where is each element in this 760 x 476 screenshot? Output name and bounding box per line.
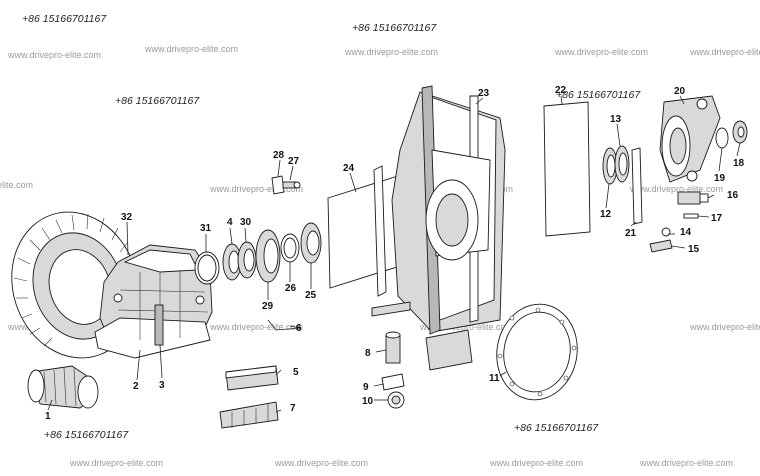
part-label-29: 29 <box>262 301 274 312</box>
phone-text: +86 15166701167 <box>514 422 599 434</box>
watermark-text: www.drivepro-elite.com <box>489 458 583 468</box>
watermark-text: www.drivepro-elite.com <box>209 184 303 194</box>
part-label-20: 20 <box>674 86 686 97</box>
watermark-text: www.drivepro-elite.com <box>419 322 513 332</box>
watermark-text: www.drivepro-elite.com <box>274 458 368 468</box>
part-label-24: 24 <box>343 163 355 174</box>
part-differential-case <box>94 244 213 359</box>
part-label-19: 19 <box>714 173 726 184</box>
part-label-22: 22 <box>555 85 567 96</box>
part-label-1: 1 <box>45 411 51 422</box>
part-label-6: 6 <box>296 323 302 334</box>
part-yoke-flange <box>659 95 721 183</box>
watermark-text: www.drivepro-elite.com <box>69 458 163 468</box>
part-shim-plates <box>219 365 279 429</box>
part-gasket-ring <box>496 303 578 401</box>
watermark-text: www.drivepro-elite.com <box>639 458 733 468</box>
part-label-3: 3 <box>159 380 165 391</box>
watermark-text: www.drivepro-elite.com <box>689 47 760 57</box>
part-carrier-housing <box>391 85 506 335</box>
part-label-21: 21 <box>625 228 637 239</box>
part-fasteners <box>649 120 748 253</box>
watermark-text: www.drivepro-elite.com <box>554 47 648 57</box>
part-label-12: 12 <box>600 209 612 220</box>
watermark-text: www.drivepro-elite.com <box>629 184 723 194</box>
part-label-7: 7 <box>290 403 296 414</box>
part-number-labels: 1 2 3 4 5 6 7 8 9 10 11 12 13 14 15 16 1… <box>45 85 745 422</box>
part-label-25: 25 <box>305 290 317 301</box>
part-label-14: 14 <box>680 227 692 238</box>
part-label-27: 27 <box>288 156 300 167</box>
part-label-11: 11 <box>489 373 500 384</box>
part-label-30: 30 <box>240 217 252 228</box>
part-label-18: 18 <box>733 158 745 169</box>
part-label-32: 32 <box>121 212 133 223</box>
watermark-text: www.drivepro-elite.com <box>0 180 33 190</box>
watermark-text: www.drivepro-elite.com <box>344 47 438 57</box>
part-drive-pinion <box>27 365 99 409</box>
part-label-13: 13 <box>610 114 622 125</box>
part-label-10: 10 <box>362 396 374 407</box>
watermark-text: www.drivepro-elite.com <box>689 322 760 332</box>
part-adjuster-bolts <box>371 301 473 409</box>
part-bearing-rings <box>194 222 322 285</box>
phone-text: +86 15166701167 <box>115 95 200 107</box>
leader-lines <box>47 95 741 413</box>
part-seal-rings <box>602 145 643 225</box>
part-label-23: 23 <box>478 88 490 99</box>
phone-text: +86 15166701167 <box>556 89 641 101</box>
part-label-17: 17 <box>711 213 723 224</box>
part-label-16: 16 <box>727 190 739 201</box>
watermark-text: www.drivepro-elite.com <box>7 50 101 60</box>
part-label-28: 28 <box>273 150 285 161</box>
part-label-31: 31 <box>200 223 212 234</box>
phone-text: +86 15166701167 <box>44 429 129 441</box>
phone-labels: +86 15166701167 +86 15166701167 +86 1516… <box>22 13 641 441</box>
part-label-8: 8 <box>365 348 371 359</box>
part-label-5: 5 <box>293 367 299 378</box>
part-small-pins <box>267 175 301 331</box>
part-label-9: 9 <box>363 382 369 393</box>
phone-text: +86 15166701167 <box>22 13 107 25</box>
phone-text: +86 15166701167 <box>352 22 437 34</box>
part-label-15: 15 <box>688 244 700 255</box>
part-gasket-plates <box>327 101 591 297</box>
part-label-4: 4 <box>227 217 233 228</box>
part-label-26: 26 <box>285 283 297 294</box>
part-label-2: 2 <box>133 381 139 392</box>
watermark-text: www.drivepro-elite.com <box>209 322 303 332</box>
watermark-text: www.drivepro-elite.com <box>144 44 238 54</box>
